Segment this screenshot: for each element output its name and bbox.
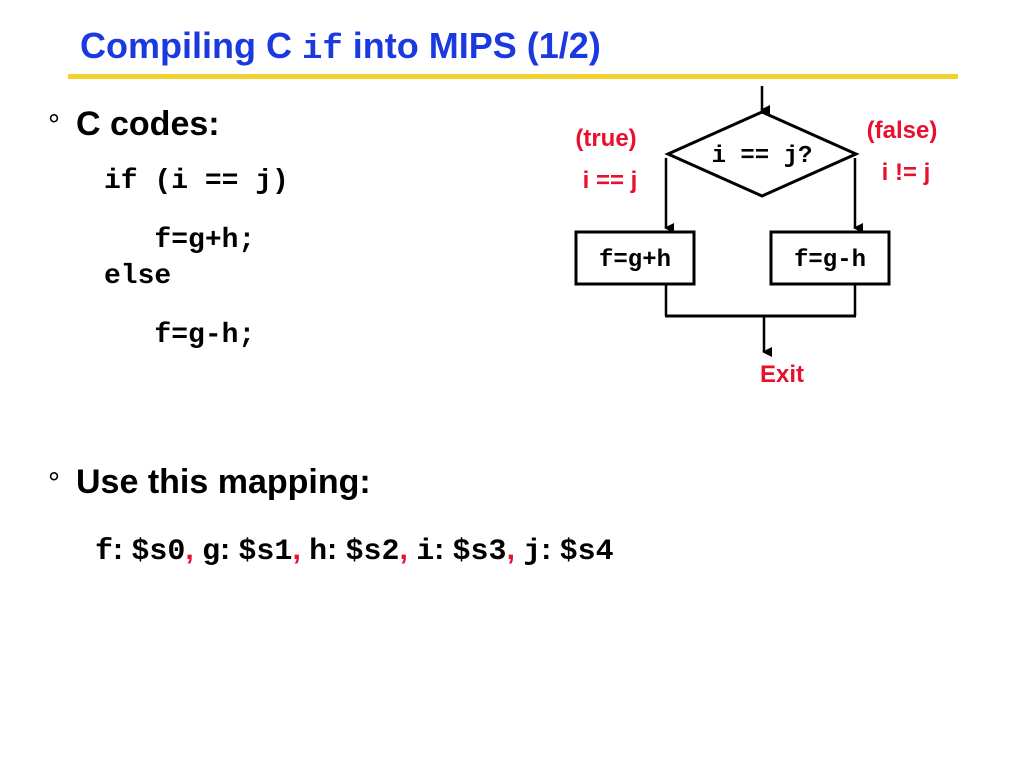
map-colon: :: [220, 533, 231, 566]
title-underline: [68, 74, 958, 79]
map-var: g: [202, 535, 221, 569]
bullet-label: C codes:: [76, 105, 220, 143]
map-colon: :: [541, 533, 552, 566]
true-label: (true): [575, 125, 636, 152]
decision-diamond: [664, 110, 860, 198]
map-reg: $s1: [238, 535, 293, 569]
register-mapping: f: $s0, g: $s1, h: $s2, i: $s3, j: $s4: [95, 530, 614, 572]
code-line: else: [104, 261, 172, 292]
bullet-marker: °: [48, 109, 60, 142]
map-colon: :: [434, 533, 445, 566]
map-var: h: [309, 535, 328, 569]
false-label: (false): [867, 117, 938, 144]
exit-label: Exit: [760, 361, 804, 388]
bullet-marker: °: [48, 467, 60, 500]
bullet-c-codes: ° C codes:: [48, 102, 220, 148]
false-action-box: [769, 230, 891, 286]
map-comma: ,: [399, 533, 408, 566]
false-action-text: f=g-h: [794, 247, 866, 274]
page-title: Compiling C if into MIPS (1/2): [80, 20, 601, 76]
map-comma: ,: [292, 533, 301, 566]
code-line: f=g-h;: [104, 320, 256, 351]
false-condition: i != j: [882, 159, 931, 186]
code-line: if (i == j): [104, 166, 289, 197]
title-text-part2: into MIPS (1/2): [342, 25, 601, 66]
map-reg: $s2: [345, 535, 400, 569]
map-reg: $s4: [559, 535, 614, 569]
bullet-mapping: ° Use this mapping:: [48, 460, 371, 506]
title-text-part1: Compiling C: [80, 25, 302, 66]
map-var: f: [95, 535, 114, 569]
map-reg: $s0: [131, 535, 186, 569]
map-comma: ,: [185, 533, 194, 566]
code-line: f=g+h;: [104, 225, 256, 256]
true-action-text: f=g+h: [599, 247, 671, 274]
true-action-box: [574, 230, 696, 286]
map-colon: :: [327, 533, 338, 566]
map-var: i: [416, 535, 435, 569]
true-condition: i == j: [583, 167, 638, 194]
map-var: j: [523, 535, 542, 569]
map-comma: ,: [506, 533, 515, 566]
map-colon: :: [113, 533, 124, 566]
decision-condition: i == j?: [712, 143, 813, 170]
title-code: if: [301, 31, 343, 69]
map-reg: $s3: [452, 535, 507, 569]
bullet-label: Use this mapping:: [76, 463, 371, 501]
